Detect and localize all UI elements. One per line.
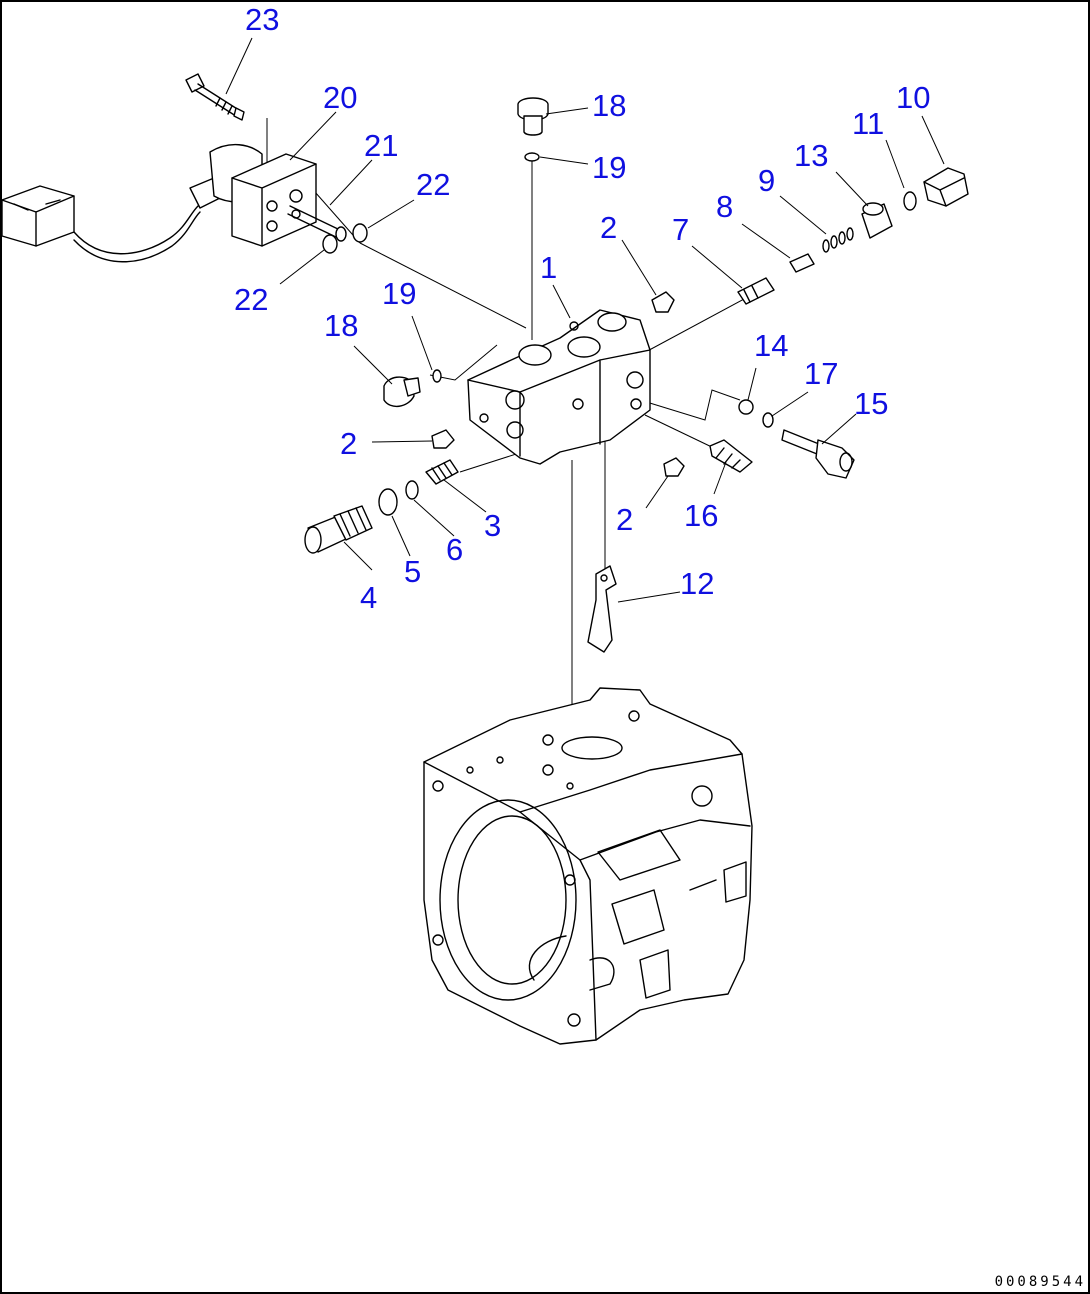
part-22-plug-lower — [322, 234, 338, 254]
part-2-plug-lower — [663, 457, 685, 477]
callout-16: 17 — [804, 356, 838, 391]
callout-18-left: 18 — [324, 308, 358, 343]
callout-8: 8 — [716, 189, 733, 224]
callout-13: 13 — [794, 138, 828, 173]
part-19-o-ring-top — [524, 152, 540, 162]
callout-22-lower: 22 — [234, 282, 268, 317]
callout-5: 5 — [404, 554, 421, 589]
callout-23: 23 — [245, 2, 279, 37]
part-15-piston — [781, 429, 855, 479]
part-4-valve-plug — [304, 505, 373, 554]
part-10-plug — [923, 167, 969, 207]
callout-1: 1 — [540, 250, 557, 285]
part-9-spring — [822, 227, 854, 253]
part-23-bolt — [185, 73, 245, 121]
part-2-plug-left — [431, 429, 455, 449]
part-5-ring — [378, 488, 398, 516]
part-20-solenoid-valve — [1, 144, 317, 263]
callout-2-left: 2 — [340, 426, 357, 461]
callout-19-top: 19 — [592, 150, 626, 185]
callout-labels: 23 20 21 22 22 18 19 1 2 7 8 9 13 11 10 … — [234, 2, 930, 615]
part-21-pin — [287, 205, 347, 242]
part-19-o-ring-left — [432, 369, 442, 383]
callout-21: 21 — [364, 128, 398, 163]
callout-14: 14 — [754, 328, 788, 363]
callout-9: 9 — [758, 163, 775, 198]
callout-2-upper: 2 — [600, 210, 617, 245]
part-2-plug-upper — [651, 291, 675, 313]
callout-2-lower: 2 — [616, 502, 633, 537]
part-13-sleeve — [861, 202, 893, 239]
callout-6: 6 — [446, 532, 463, 567]
part-3-fitting — [425, 459, 459, 485]
callout-20: 20 — [323, 80, 357, 115]
callout-12: 12 — [680, 566, 714, 601]
part-11-o-ring — [903, 191, 917, 211]
part-16-o-ring — [762, 412, 774, 428]
part-12-lever — [587, 565, 617, 653]
part-7-adjust-screw — [737, 277, 775, 305]
part-8-screw — [789, 253, 815, 273]
callout-3: 3 — [484, 508, 501, 543]
callout-7: 7 — [672, 212, 689, 247]
callout-18-top: 18 — [592, 88, 626, 123]
part-1-valve-body — [467, 309, 651, 465]
callout-17: 16 — [684, 498, 718, 533]
part-6-o-ring — [405, 480, 419, 500]
callout-11: 11 — [852, 106, 884, 141]
part-18-plug-left — [383, 376, 421, 407]
document-number: 00089544 — [995, 1274, 1086, 1290]
part-14-plug — [738, 399, 754, 415]
callout-4: 4 — [360, 580, 377, 615]
callout-10: 10 — [896, 80, 930, 115]
callout-19-left: 19 — [382, 276, 416, 311]
part-17-fitting — [709, 439, 753, 473]
pump-case — [423, 687, 753, 1045]
part-22-plug-upper — [352, 223, 368, 243]
callout-22-upper: 22 — [416, 167, 450, 202]
callout-15: 15 — [854, 386, 888, 421]
leader-lines — [225, 37, 945, 603]
